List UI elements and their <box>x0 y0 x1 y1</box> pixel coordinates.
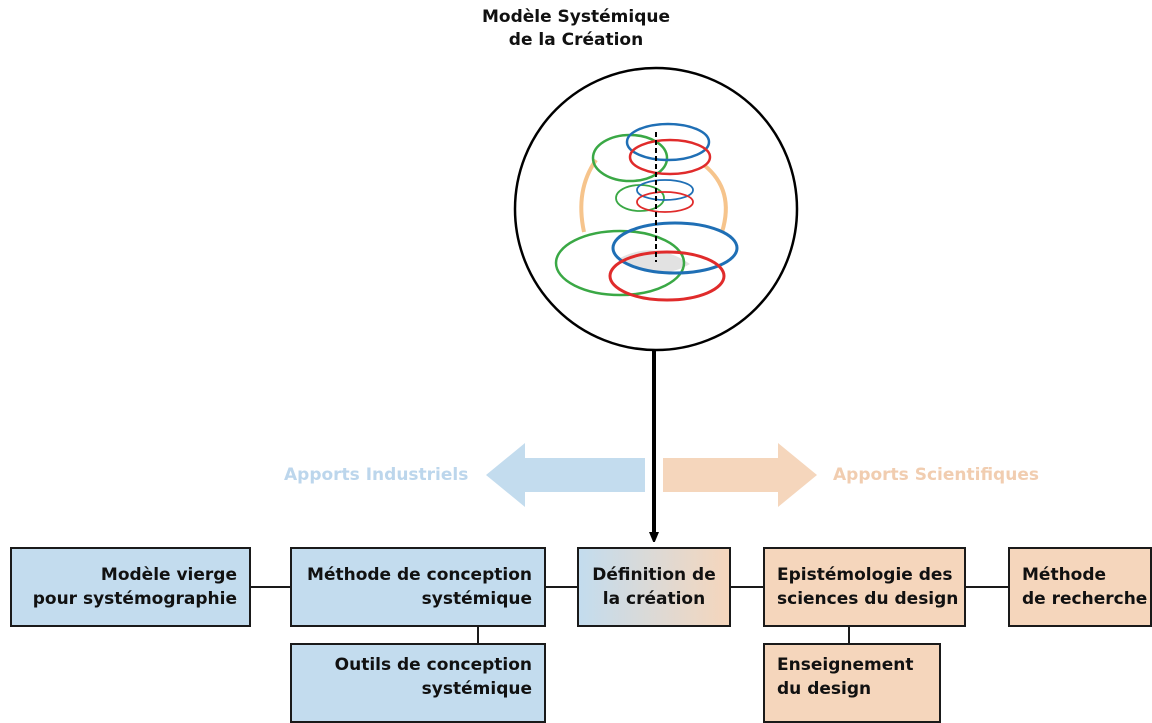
definition-box: Définition de la création <box>577 547 731 627</box>
teaching-box: Enseignement du design <box>763 643 941 723</box>
title-line-2: de la Création <box>508 30 644 50</box>
research-method-line-1: Méthode <box>1022 565 1107 585</box>
blank-model-box: Modèle vierge pour systémographie <box>10 547 251 627</box>
blank-model-line-1: Modèle vierge <box>100 565 237 585</box>
title-line-1: Modèle Systémique <box>481 7 670 27</box>
teaching-line-1: Enseignement <box>777 655 914 675</box>
scientific-arrow-label: Apports Scientifiques <box>833 465 1039 485</box>
diagram-title: Modèle Systémique de la Création <box>476 6 676 52</box>
tools-line-2: systémique <box>421 679 532 699</box>
industrial-arrow-label: Apports Industriels <box>284 465 469 485</box>
scientific-arrow <box>663 443 817 507</box>
research-method-box: Méthode de recherche <box>1008 547 1152 627</box>
epistemology-box: Epistémologie des sciences du design <box>763 547 966 627</box>
blank-model-line-2: pour systémographie <box>32 589 237 609</box>
method-box: Méthode de conception systémique <box>290 547 546 627</box>
systemic-model-thumbnail <box>513 66 799 352</box>
industrial-arrow <box>486 443 645 507</box>
definition-line-2: la création <box>602 589 706 609</box>
teaching-line-2: du design <box>777 679 872 699</box>
epistemology-line-1: Epistémologie des <box>777 565 953 585</box>
research-method-line-2: de recherche <box>1022 589 1148 609</box>
tools-box: Outils de conception systémique <box>290 643 546 723</box>
definition-line-1: Définition de <box>592 565 716 585</box>
method-line-1: Méthode de conception <box>307 565 532 585</box>
method-line-2: systémique <box>421 589 532 609</box>
epistemology-line-2: sciences du design <box>777 589 959 609</box>
tools-line-1: Outils de conception <box>334 655 532 675</box>
